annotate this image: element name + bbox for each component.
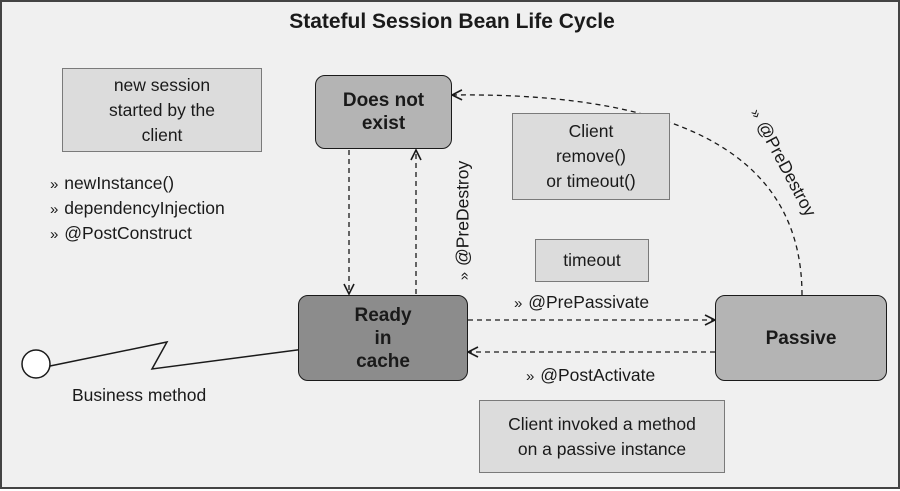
state-passive-label: Passive [765, 327, 837, 349]
callback-post-construct: » @PostConstruct [50, 223, 192, 244]
note-client-invoked-text: Client invoked a method on a passive ins… [508, 413, 696, 459]
state-passive: Passive [715, 295, 887, 381]
note-client-remove: Client remove() or timeout() [512, 113, 670, 200]
note-new-session-text: new session started by the client [108, 74, 216, 145]
callback-pre-destroy-vertical: » @PreDestroy [453, 136, 474, 306]
state-does-not-exist: Does not exist [315, 75, 452, 149]
callback-new-instance: » newInstance() [50, 173, 174, 194]
callback-pre-passivate-text: @PrePassivate [528, 292, 650, 312]
callback-prefix: » [455, 270, 473, 281]
note-new-session: new session started by the client [62, 68, 262, 152]
callback-prefix: » [50, 176, 60, 193]
callback-prefix: » [50, 201, 60, 218]
note-client-invoked: Client invoked a method on a passive ins… [479, 400, 725, 473]
callback-pre-passivate: » @PrePassivate [514, 292, 649, 313]
state-does-not-exist-label: Does not exist [342, 90, 425, 134]
note-timeout-text: timeout [563, 250, 621, 270]
state-ready-in-cache: Ready in cache [298, 295, 468, 381]
note-timeout: timeout [535, 239, 649, 282]
callback-prefix: » [50, 226, 60, 243]
callback-post-activate-text: @PostActivate [540, 365, 656, 385]
state-ready-label: Ready in cache [354, 304, 412, 372]
callback-pre-destroy-left-text: @PreDestroy [452, 160, 473, 267]
diagram-title: Stateful Session Bean Life Cycle [289, 10, 615, 33]
callback-prefix: » [526, 368, 536, 385]
business-method-label: Business method [72, 385, 207, 405]
callback-new-instance-text: newInstance() [64, 173, 175, 193]
callback-prefix: » [514, 295, 524, 312]
client-start-node [21, 349, 51, 379]
callback-dependency-injection: » dependencyInjection [50, 198, 225, 219]
business-method-arrow [49, 340, 320, 370]
callback-post-construct-text: @PostConstruct [64, 223, 192, 243]
note-client-remove-text: Client remove() or timeout() [546, 121, 636, 191]
callback-dependency-injection-text: dependencyInjection [64, 198, 225, 218]
arrow-timeout-destroy [452, 95, 803, 296]
callback-post-activate: » @PostActivate [526, 365, 655, 386]
